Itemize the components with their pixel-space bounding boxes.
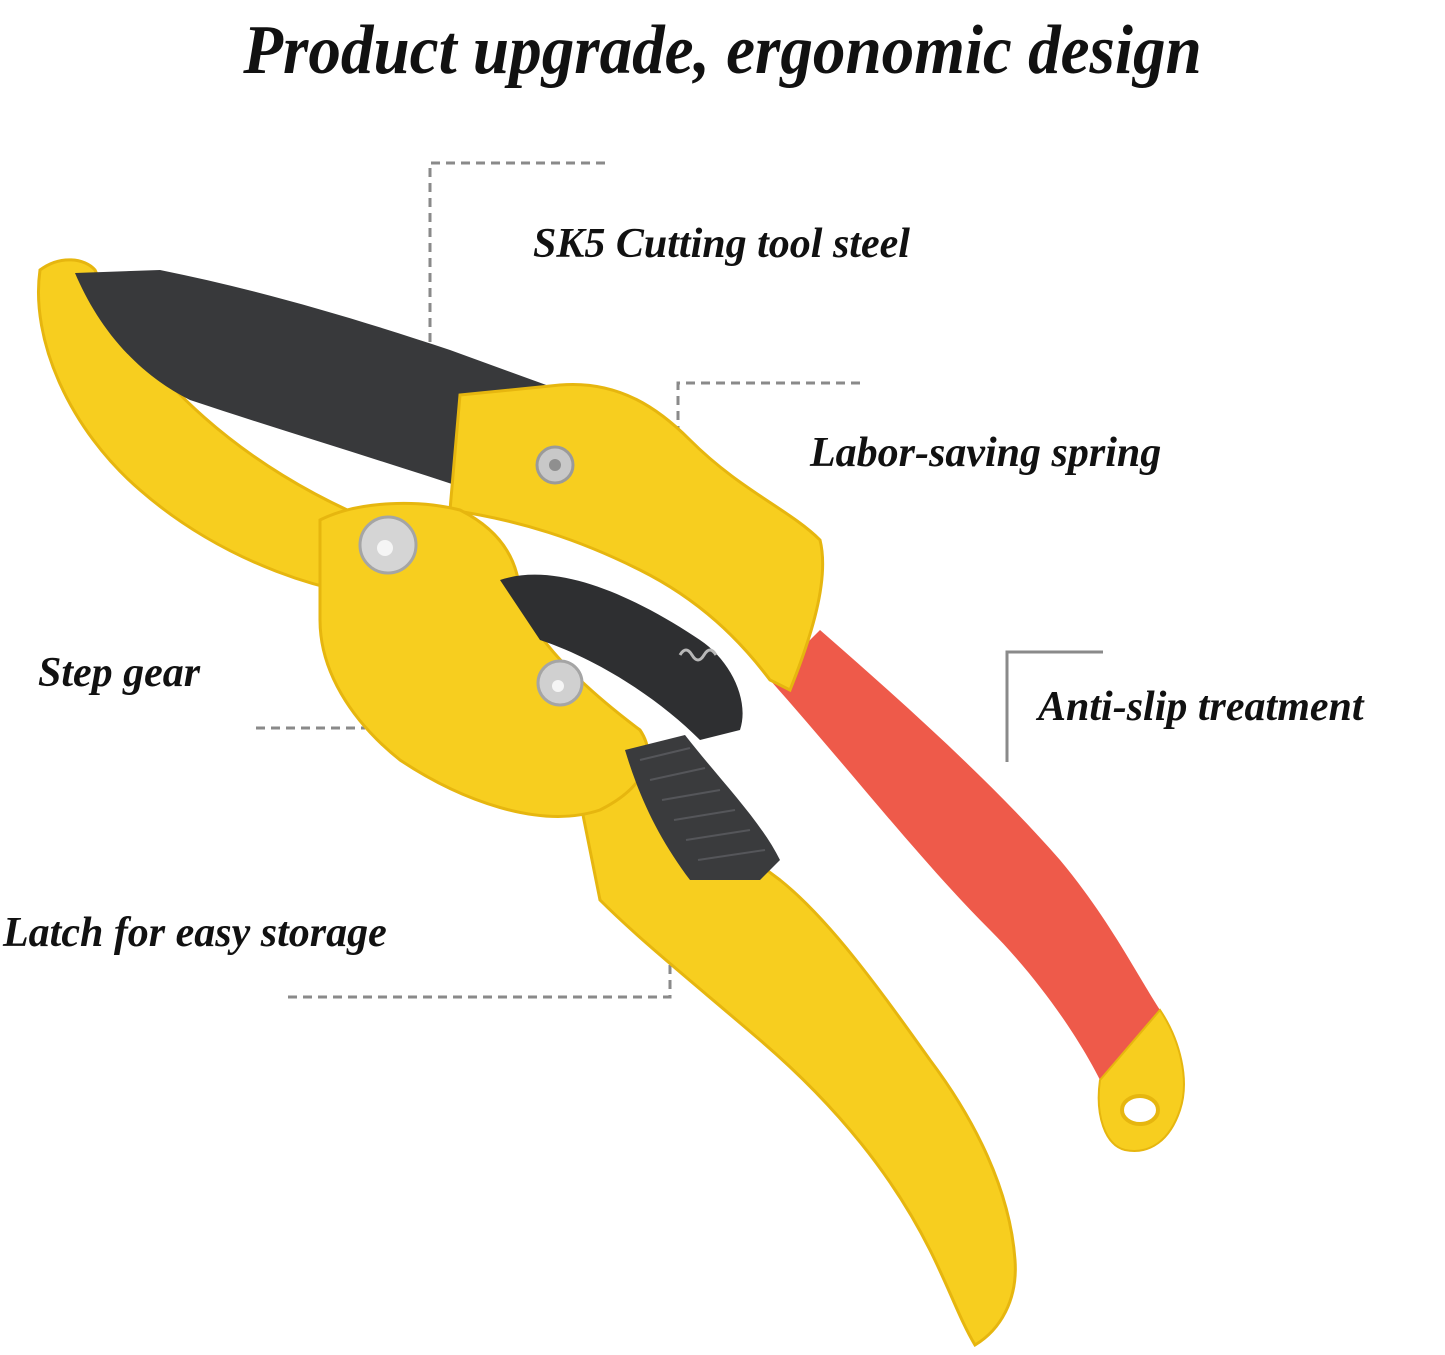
spring-icon xyxy=(678,648,718,662)
gear-mechanism xyxy=(500,574,743,740)
callout-line-grip xyxy=(1005,650,1103,762)
blade xyxy=(75,270,560,490)
callout-label-spring: Labor-saving spring xyxy=(810,430,1162,476)
lanyard-hole-icon xyxy=(1120,1094,1160,1126)
lower-handle xyxy=(557,695,1017,1348)
callout-line-latch xyxy=(288,948,672,999)
callout-lines xyxy=(256,161,860,999)
latch-ridges xyxy=(639,747,766,861)
callout-label-gear: Step gear xyxy=(38,650,201,696)
latch xyxy=(625,735,780,880)
callout-line-spring xyxy=(676,381,860,440)
callout-label-blade: SK5 Cutting tool steel xyxy=(533,221,910,267)
callout-label-grip: Anti-slip treatment xyxy=(1038,684,1364,730)
callout-label-latch: Latch for easy storage xyxy=(3,910,387,956)
headline-title: Product upgrade, ergonomic design xyxy=(243,12,1202,89)
rivets xyxy=(358,445,584,707)
handle-end xyxy=(1097,1008,1185,1152)
pivot-body xyxy=(318,501,650,818)
grip-handle xyxy=(770,630,1160,1080)
